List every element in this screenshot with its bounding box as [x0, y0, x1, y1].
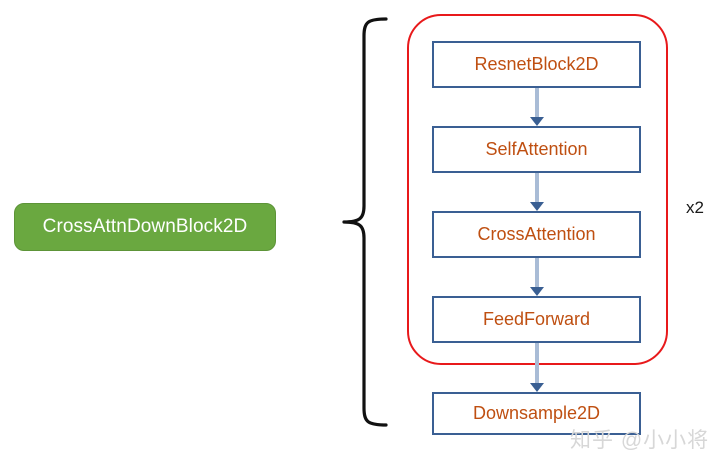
crossattn-downblock-label: CrossAttnDownBlock2D: [42, 216, 248, 237]
node-resnetblock2d[interactable]: ResnetBlock2D: [432, 41, 641, 88]
node-feedforward-label: FeedForward: [482, 309, 591, 329]
arrow-shaft: [535, 173, 539, 202]
node-crossattention[interactable]: CrossAttention: [432, 211, 641, 258]
arrow-shaft: [535, 258, 539, 287]
down-arrow-icon: [530, 383, 544, 392]
down-arrow-icon: [530, 117, 544, 126]
arrow-shaft: [535, 343, 539, 383]
node-resnetblock2d-label: ResnetBlock2D: [474, 54, 599, 74]
crossattn-downblock-node[interactable]: CrossAttnDownBlock2D: [14, 203, 276, 251]
down-arrow-icon: [530, 202, 544, 211]
connector-arrow-4: [530, 343, 544, 392]
node-downsample2d-label: Downsample2D: [472, 403, 601, 423]
node-crossattention-label: CrossAttention: [477, 224, 596, 244]
node-feedforward[interactable]: FeedForward: [432, 296, 641, 343]
node-selfattention-label: SelfAttention: [485, 139, 588, 159]
curly-brace-icon: [342, 17, 388, 427]
watermark: 知乎 @小小将: [570, 429, 710, 452]
repeat-count-label: x2: [686, 198, 704, 217]
connector-arrow-2: [530, 173, 544, 211]
down-arrow-icon: [530, 287, 544, 296]
connector-arrow-3: [530, 258, 544, 296]
arrow-shaft: [535, 88, 539, 117]
node-downsample2d[interactable]: Downsample2D: [432, 392, 641, 435]
connector-arrow-1: [530, 88, 544, 126]
curly-brace: [330, 10, 400, 450]
node-selfattention[interactable]: SelfAttention: [432, 126, 641, 173]
